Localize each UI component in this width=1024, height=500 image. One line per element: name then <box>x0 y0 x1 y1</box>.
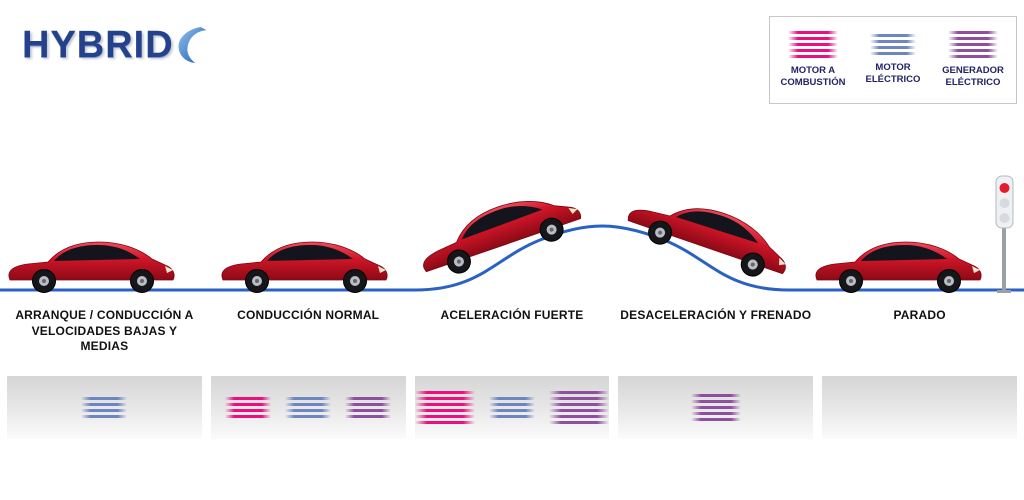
generator-stripes-icon <box>345 397 392 418</box>
electric-stripes-icon <box>285 397 332 418</box>
combustion-stripes-icon <box>225 397 272 418</box>
legend-label: GENERADOR ELÉCTRICO <box>942 65 1004 88</box>
car-stage-5 <box>815 241 982 293</box>
legend-item-combustion: MOTOR A COMBUSTIÓN <box>774 31 852 89</box>
stage-labels: ARRANQUE / CONDUCCIÓN A VELOCIDADES BAJA… <box>0 308 1024 355</box>
generator-stripes-icon <box>690 394 741 421</box>
hybrid-swoosh-icon <box>178 27 207 63</box>
car-stage-1 <box>8 241 175 293</box>
car-stage-3 <box>412 181 587 285</box>
electric-stripes-icon <box>488 397 535 418</box>
stage-panel <box>414 376 610 439</box>
stage-label-arranque: ARRANQUE / CONDUCCIÓN A VELOCIDADES BAJA… <box>15 308 194 354</box>
road <box>0 224 1024 292</box>
legend-item-generator: GENERADOR ELÉCTRICO <box>934 31 1012 89</box>
car-stage-2 <box>221 241 388 293</box>
stage-label-aceleracion-fuerte: ACELERACIÓN FUERTE <box>440 308 584 322</box>
stage-panel <box>618 376 814 439</box>
electric-stripes-icon <box>870 34 916 56</box>
stage-label-desaceleracion: DESACELERACIÓN Y FRENADO <box>620 308 812 322</box>
stage-label-conduccion-normal: CONDUCCIÓN NORMAL <box>237 308 380 322</box>
stage-panel <box>210 376 406 439</box>
generator-stripes-icon <box>948 31 998 59</box>
legend-label: MOTOR A COMBUSTIÓN <box>780 65 846 88</box>
combustion-stripes-icon <box>414 391 475 424</box>
car-stage-4 <box>622 183 797 287</box>
legend-label: MOTOR ELÉCTRICO <box>865 62 921 85</box>
stage-panel <box>822 376 1017 439</box>
electric-stripes-icon <box>81 397 128 418</box>
generator-stripes-icon <box>548 391 609 424</box>
combustion-stripes-icon <box>788 31 838 59</box>
traffic-light-icon <box>995 175 1014 293</box>
stage-label-parado: PARADO <box>893 308 946 322</box>
legend-item-electric: MOTOR ELÉCTRICO <box>854 34 932 86</box>
legend: MOTOR A COMBUSTIÓN MOTOR ELÉCTRICO GENER… <box>769 16 1017 104</box>
hybrid-logo: HYBRID <box>22 22 211 68</box>
hybrid-logo-text: HYBRID <box>22 23 174 66</box>
stage-panels <box>0 376 1024 439</box>
stage-panel <box>7 376 202 439</box>
